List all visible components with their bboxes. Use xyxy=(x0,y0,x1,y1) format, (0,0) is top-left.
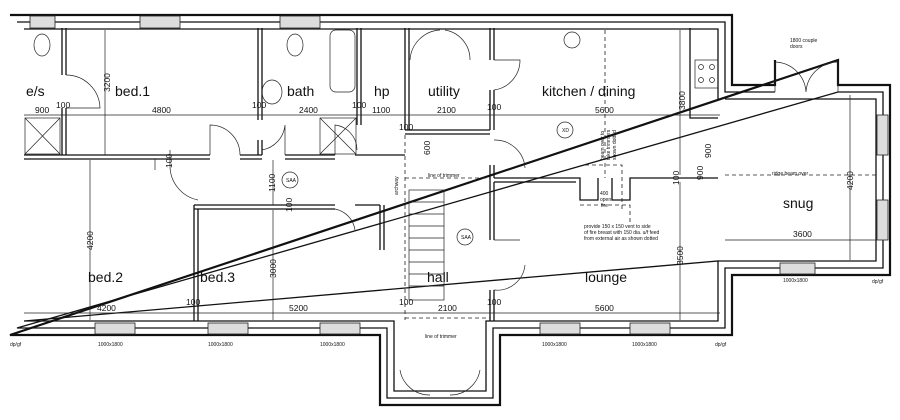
dimension: 3800 xyxy=(677,91,687,110)
room-label-hall: hall xyxy=(427,269,449,285)
note: line of trimmer xyxy=(425,334,457,340)
room-label-es: e/s xyxy=(26,83,45,99)
smoke-alarm-icon xyxy=(281,171,299,189)
dimension: 2100 xyxy=(437,105,456,115)
dimension: 2100 xyxy=(438,303,457,313)
dimension: 2400 xyxy=(299,105,318,115)
downpipe-label: dp/gf xyxy=(10,342,22,348)
note: SAA xyxy=(286,178,297,184)
dimension: 5600 xyxy=(595,303,614,313)
window-label: 1000x1800 xyxy=(632,342,657,348)
room-label-lounge: lounge xyxy=(585,269,627,285)
dimension-labels: 900 100 4800 3200 100 2400 100 1100 100 … xyxy=(35,73,855,313)
dimension-lines xyxy=(24,30,876,320)
note: from external air as shown dotted xyxy=(584,236,658,242)
room-label-bed2: bed.2 xyxy=(88,269,123,285)
windows xyxy=(29,15,889,335)
window-label: 1000x1800 xyxy=(208,342,233,348)
dimension: 100 xyxy=(352,100,366,110)
dimension: 100 xyxy=(56,100,70,110)
room-label-bed3: bed.3 xyxy=(200,269,235,285)
dimension: 600 xyxy=(422,141,432,155)
dimension: 1100 xyxy=(372,105,391,115)
hob-icon xyxy=(694,59,719,89)
bath-icon xyxy=(329,29,356,93)
fixtures xyxy=(24,29,719,301)
dimension: 4200 xyxy=(85,231,95,250)
note: fire xyxy=(601,203,608,209)
shower-icon xyxy=(24,117,61,155)
dimension: 4200 xyxy=(97,303,116,313)
dimension: 5600 xyxy=(595,105,614,115)
dimension: 100 xyxy=(399,122,413,132)
dimension: 900 xyxy=(35,105,49,115)
extractor-icon xyxy=(556,121,574,139)
staircase xyxy=(408,189,445,301)
dimension: 4800 xyxy=(152,105,171,115)
note: 1800 couple xyxy=(790,38,817,44)
shower-icon xyxy=(319,117,357,155)
downpipe-label: dp/gf xyxy=(715,342,727,348)
note: line of trimmer xyxy=(428,173,460,179)
window-label: 1000x1800 xyxy=(320,342,345,348)
dimension: 900 xyxy=(703,144,713,158)
downpipe-label: dp/gf xyxy=(872,279,884,285)
note: SAA xyxy=(461,235,472,241)
dimension: 100 xyxy=(164,154,174,168)
room-label-snug: snug xyxy=(783,195,813,211)
basin-icon xyxy=(261,79,283,105)
note: provide 150 x 150 vent to side xyxy=(584,224,651,230)
sink-icon xyxy=(563,31,581,49)
note: XD xyxy=(562,128,569,134)
note: of fire breast with 150 dia. u/f feed xyxy=(584,230,660,236)
room-label-bed1: bed.1 xyxy=(115,83,150,99)
dimension: 100 xyxy=(671,171,681,185)
room-label-kitchen: kitchen / dining xyxy=(542,83,635,99)
note: take trimmers xyxy=(606,129,612,160)
room-label-utility: utility xyxy=(428,83,460,99)
note: beam over to xyxy=(600,131,606,160)
note: doors xyxy=(790,44,803,50)
dimension: 100 xyxy=(284,198,294,212)
internal-walls xyxy=(24,28,718,321)
smoke-alarm-icon xyxy=(456,228,474,246)
note: archway xyxy=(394,176,400,195)
room-label-hp: hp xyxy=(374,83,390,99)
dimension: 3600 xyxy=(793,229,812,239)
dimension: 100 xyxy=(186,297,200,307)
window-label: 1000x1800 xyxy=(783,278,808,284)
annotations: 1800 couple doors SAA SAA XD line of tri… xyxy=(286,38,817,340)
dimension: 100 xyxy=(252,100,266,110)
doors xyxy=(65,29,839,396)
dimension: 5200 xyxy=(289,303,308,313)
window-labels: 1000x1800 1000x1800 1000x1800 1000x1800 … xyxy=(10,278,884,348)
note: open xyxy=(600,197,611,203)
window-label: 1000x1800 xyxy=(98,342,123,348)
dimension: 3000 xyxy=(268,259,278,278)
toilet-icon xyxy=(286,33,304,57)
dimension: 3200 xyxy=(102,73,112,92)
dimension: 1100 xyxy=(267,173,277,192)
note: ridge beam over xyxy=(772,171,808,177)
dimension: 100 xyxy=(487,102,501,112)
dimension: 100 xyxy=(487,297,501,307)
dimension: 4200 xyxy=(845,171,855,190)
note: shown dotted xyxy=(612,130,618,160)
toilet-icon xyxy=(33,33,51,57)
note: 400 xyxy=(600,191,609,197)
dimension: 100 xyxy=(399,297,413,307)
external-walls xyxy=(9,13,892,407)
room-label-bath: bath xyxy=(287,83,314,99)
window-label: 1000x1800 xyxy=(542,342,567,348)
dimension: 3500 xyxy=(675,246,685,265)
dimension: 900 xyxy=(695,166,705,180)
